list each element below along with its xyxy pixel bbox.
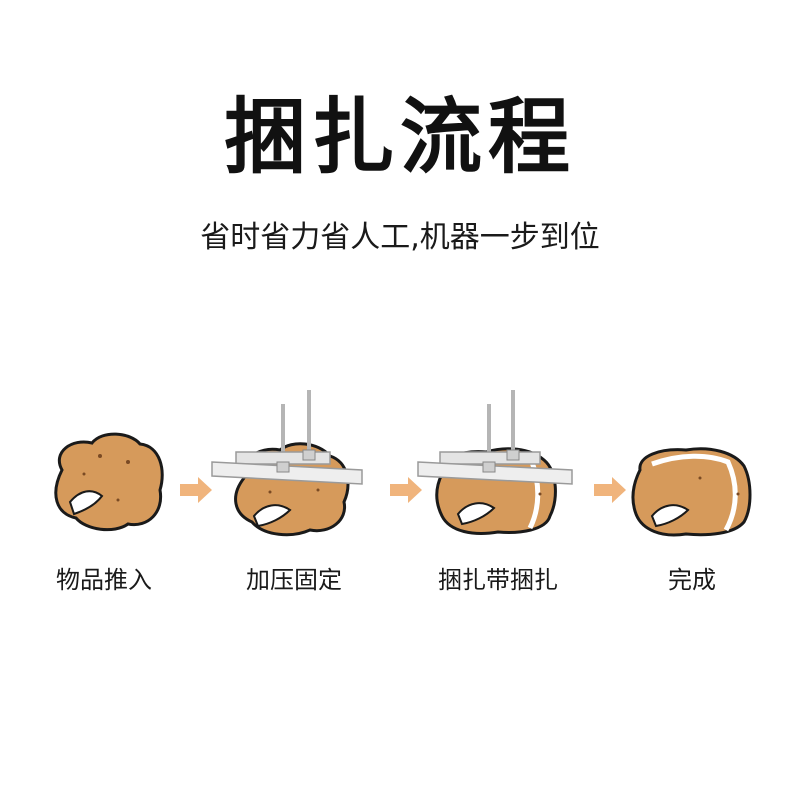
right-arrow-icon xyxy=(390,477,422,503)
right-arrow-icon xyxy=(180,477,212,503)
step-label-done: 完成 xyxy=(668,566,716,594)
step-label-push-in: 物品推入 xyxy=(56,566,152,594)
process-diagram xyxy=(54,390,752,537)
step-3-strapping xyxy=(417,390,573,535)
step-label-strap: 捆扎带捆扎 xyxy=(438,566,558,594)
page-title: 捆扎流程 xyxy=(223,89,576,185)
step-2-press xyxy=(211,390,363,537)
right-arrow-icon xyxy=(594,477,626,503)
page-subtitle: 省时省力省人工,机器一步到位 xyxy=(200,220,600,255)
step-label-press-fix: 加压固定 xyxy=(246,566,342,594)
step-1-sack xyxy=(54,432,164,532)
step-4-finished-bale xyxy=(631,447,752,537)
